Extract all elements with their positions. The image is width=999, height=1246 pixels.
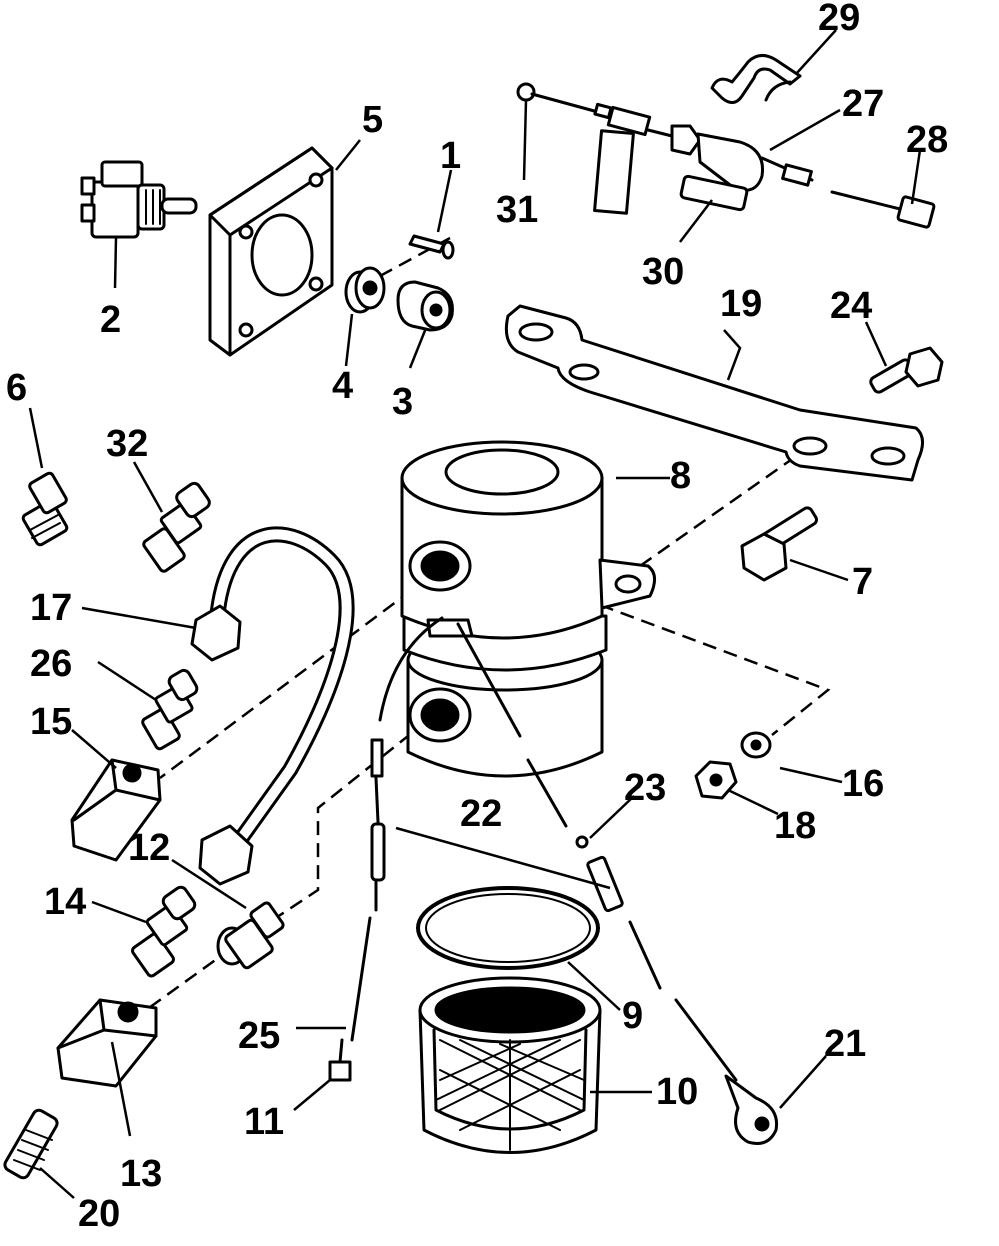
callout-17: 17 [30,587,72,629]
fitting-6-part [21,471,69,547]
nut-part [344,266,386,314]
leader-lines [28,29,922,1199]
callout-9: 9 [622,995,643,1037]
callout-19: 19 [720,283,762,325]
callout-24: 24 [830,285,872,327]
fuel-pump-body-part [400,440,656,778]
callout-31: 31 [496,189,538,231]
callout-32: 32 [106,423,148,465]
bolt-7-part [740,506,818,582]
callout-numbers: 1 2 3 4 5 6 7 8 9 10 11 12 13 14 15 16 1… [6,0,948,1235]
filter-screen-part [418,976,602,1154]
callout-15: 15 [30,701,72,743]
callout-10: 10 [656,1071,698,1113]
block-13-part [56,998,158,1088]
callout-23: 23 [624,767,666,809]
screw-part [408,234,455,260]
clip-part [710,54,802,104]
callout-18: 18 [774,805,816,847]
wire-harness-part [328,616,779,1145]
callout-30: 30 [642,251,684,293]
callout-26: 26 [30,643,72,685]
fuel-line-part [190,526,355,886]
fitting-26-part [141,668,199,751]
callout-29: 29 [818,0,860,39]
callout-20: 20 [78,1193,120,1235]
callout-13: 13 [120,1153,162,1195]
nut-18-part [694,760,738,800]
callout-14: 14 [44,881,86,923]
callout-7: 7 [852,561,873,603]
callout-8: 8 [670,455,691,497]
callout-25: 25 [238,1015,280,1057]
callout-5: 5 [362,99,383,141]
bushing-part [396,280,454,332]
fitting-32-part [142,481,211,573]
fitting-20-part [3,1108,59,1180]
callout-21: 21 [824,1023,866,1065]
block-15-part [70,758,162,862]
bracket-part [504,304,924,482]
callout-22: 22 [460,793,502,835]
fitting-14-part [131,885,197,978]
fitting-12-part [216,901,285,970]
callout-4: 4 [332,365,353,407]
upper-harness-part [516,82,936,229]
callout-2: 2 [100,299,121,341]
callout-16: 16 [842,763,884,805]
callout-12: 12 [128,827,170,869]
mounting-plate-part [208,146,334,357]
callout-28: 28 [906,119,948,161]
callout-27: 27 [842,83,884,125]
o-ring-part [416,886,600,970]
bolt-24-part [869,346,944,394]
callout-11: 11 [244,1101,284,1143]
washer-part [740,731,772,759]
callout-1: 1 [440,135,461,177]
callout-3: 3 [392,381,413,423]
callout-6: 6 [6,367,27,409]
toggle-switch-part [80,160,198,239]
